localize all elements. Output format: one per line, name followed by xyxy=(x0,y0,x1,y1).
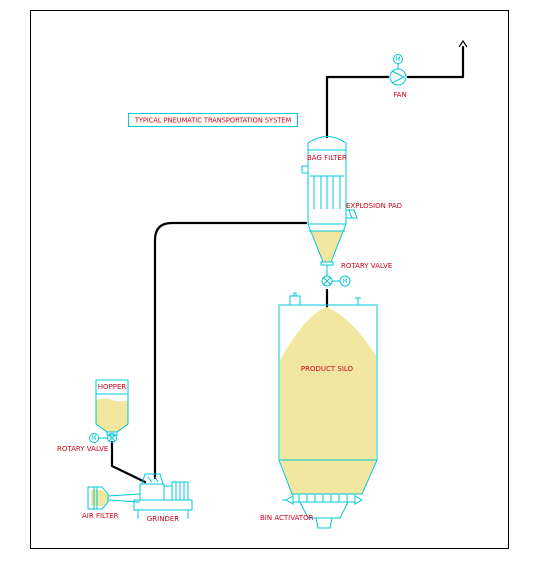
bag-filter-label: BAG FILTER xyxy=(307,154,347,162)
hopper-feed-pipe xyxy=(110,440,147,484)
bin-activator: BIN ACTIVATOR xyxy=(260,493,364,529)
rotary-valve-bottom-motor-icon xyxy=(89,433,99,443)
grinder: GRINDER xyxy=(133,473,193,523)
grinder-label: GRINDER xyxy=(147,515,179,523)
rotary-valve-bottom: M ROTARY VALVE xyxy=(57,431,118,453)
exhaust-pipe xyxy=(325,75,390,139)
hopper-label: HOPPER xyxy=(98,383,127,391)
transport-pipe xyxy=(153,221,308,480)
drawing-frame xyxy=(30,10,509,549)
bin-activator-label: BIN ACTIVATOR xyxy=(260,514,314,522)
rotary-valve-bottom-label: ROTARY VALVE xyxy=(57,445,108,453)
product-silo-label: PRODUCT SILO xyxy=(301,365,354,373)
product-silo: PRODUCT SILO xyxy=(278,292,378,495)
air-filter: AIR FILTER xyxy=(82,486,141,520)
explosion-pad-label: EXPLOSION PAD xyxy=(346,202,402,210)
title-box: TYPICAL PNEUMATIC TRANSPORTATION SYSTEM xyxy=(128,113,298,127)
hopper: HOPPER xyxy=(95,379,129,433)
rotary-valve-top-label: ROTARY VALVE xyxy=(341,262,392,270)
svg-text:M: M xyxy=(91,435,96,442)
rotary-valve-top: M ROTARY VALVE xyxy=(320,261,392,287)
air-filter-label: AIR FILTER xyxy=(82,512,119,520)
conveying-pipes xyxy=(110,45,465,484)
fan-label: FAN xyxy=(393,91,406,99)
bag-filter: BAG FILTER xyxy=(301,136,347,263)
rotary-valve-top-motor-icon xyxy=(339,275,351,287)
svg-text:M: M xyxy=(395,56,400,63)
fan: M FAN xyxy=(389,54,407,99)
svg-text:M: M xyxy=(342,278,347,285)
explosion-pad: EXPLOSION PAD xyxy=(346,202,402,219)
fan-outlet-pipe xyxy=(406,45,465,79)
vent-arrow-icon xyxy=(458,39,468,48)
diagram-title: TYPICAL PNEUMATIC TRANSPORTATION SYSTEM xyxy=(134,117,292,125)
